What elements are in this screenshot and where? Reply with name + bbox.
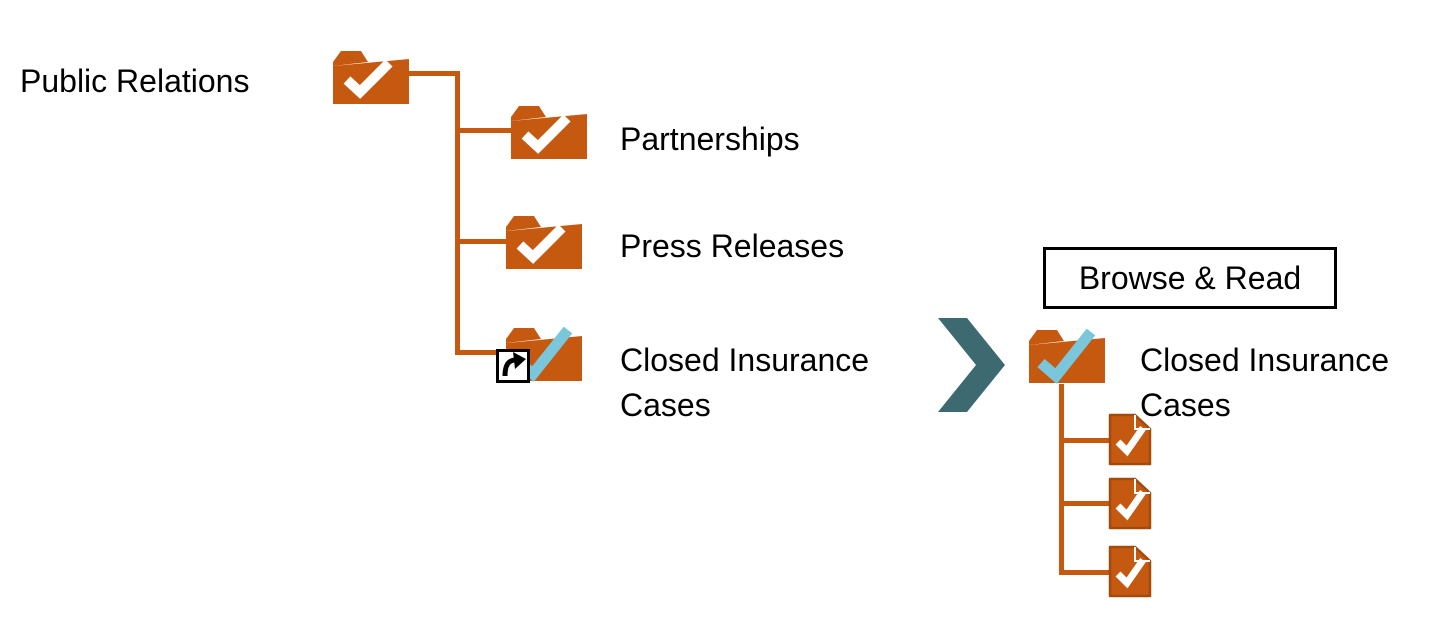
subfolder-label-closed-insurance-cases: Closed Insurance Cases: [620, 342, 870, 423]
result-folder-label: Closed Insurance Cases: [1140, 342, 1390, 423]
checked-folder-icon: [511, 106, 587, 159]
checked-folder-icon: [333, 51, 409, 104]
checked-document-icon: [1108, 545, 1152, 598]
checked-folder-icon: [506, 216, 582, 269]
shortcut-arrow-icon: [496, 349, 530, 383]
chevron-right-icon: [938, 318, 1005, 412]
browse-read-label: Browse & Read: [1078, 259, 1302, 296]
checked-document-icon: [1108, 413, 1152, 466]
root-folder-label: Public Relations: [20, 63, 250, 99]
tree-connector: [1059, 384, 1064, 575]
checked-document-icon: [1108, 477, 1152, 530]
tree-connector: [1062, 438, 1109, 443]
browse-read-callout: Browse & Read: [1043, 247, 1337, 309]
tree-connector: [458, 239, 507, 244]
tree-connector: [1062, 501, 1109, 506]
tree-connector: [458, 350, 507, 355]
tree-connector: [458, 128, 512, 133]
tree-connector: [1062, 570, 1109, 575]
checked-folder-icon: [1029, 328, 1105, 384]
subfolder-label-press-releases: Press Releases: [620, 228, 845, 264]
tree-connector: [455, 71, 460, 355]
subfolder-label-partnerships: Partnerships: [620, 121, 800, 157]
tree-connector: [404, 71, 457, 76]
